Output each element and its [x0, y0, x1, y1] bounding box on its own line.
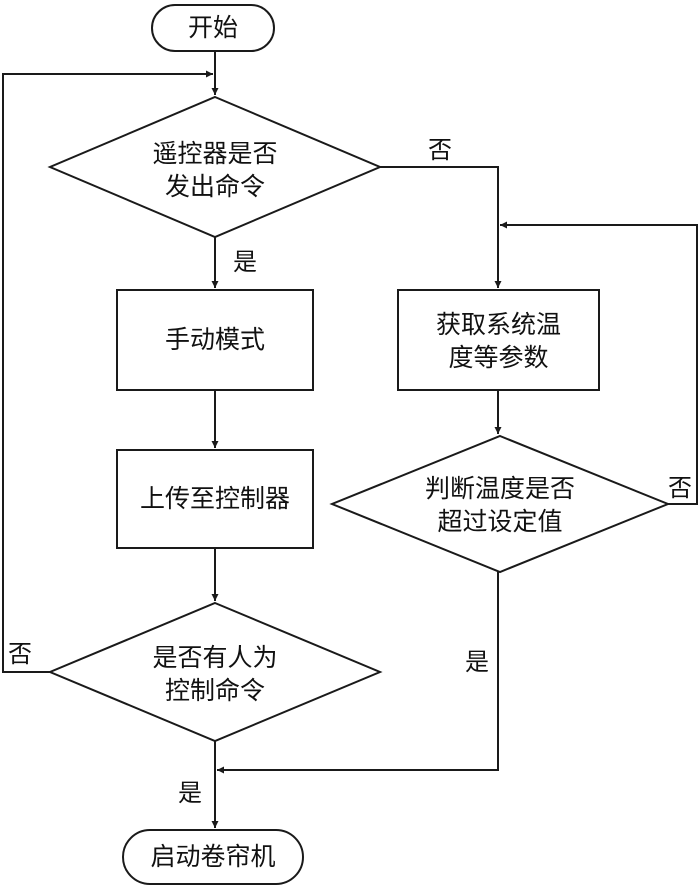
manual-mode-box [116, 289, 314, 391]
remote-question-label: 遥控器是否 发出命令 [95, 137, 335, 203]
human-no-loop-arrow [2, 70, 213, 673]
temp-question-line-1: 判断温度是否 [424, 474, 575, 503]
start-terminal [151, 4, 275, 52]
remote-no-label: 否 [428, 136, 452, 164]
human-question-line-2: 控制命令 [164, 676, 265, 705]
upload-label: 上传至控制器 [139, 484, 290, 513]
temp-yes-arrow [217, 572, 499, 774]
remote-question-line-1: 遥控器是否 [152, 139, 278, 168]
end-terminal [122, 829, 304, 885]
temp-question-line-2: 超过设定值 [437, 507, 563, 536]
get-params-box [397, 289, 600, 391]
get-params-line-2: 度等参数 [448, 343, 549, 372]
temp-no-label: 否 [668, 474, 692, 502]
end-label: 启动卷帘机 [150, 842, 276, 871]
temp-question-label: 判断温度是否 超过设定值 [375, 472, 625, 538]
get-params-line-1: 获取系统温 [435, 310, 561, 339]
remote-no-arrow [380, 166, 502, 288]
remote-yes-label: 是 [233, 248, 257, 276]
temp-no-loop-arrow [500, 221, 698, 505]
temp-decision [329, 434, 671, 574]
human-question-line-1: 是否有人为 [152, 643, 278, 672]
temp-yes-label: 是 [465, 648, 489, 676]
human-no-label: 否 [8, 640, 32, 668]
manual-mode-label: 手动模式 [164, 325, 265, 354]
upload-box [116, 449, 314, 549]
human-yes-label: 是 [178, 779, 202, 807]
remote-question-line-2: 发出命令 [164, 172, 265, 201]
human-question-label: 是否有人为 控制命令 [95, 641, 335, 707]
start-label: 开始 [187, 13, 238, 42]
get-params-label: 获取系统温 度等参数 [398, 308, 599, 374]
